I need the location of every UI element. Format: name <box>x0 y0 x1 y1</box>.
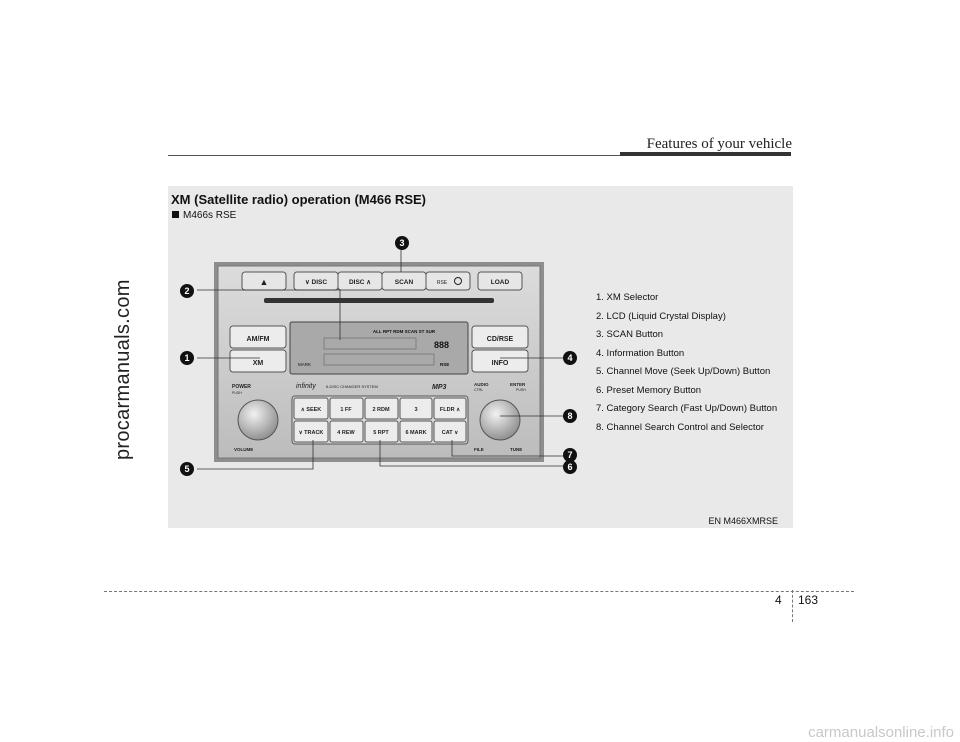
panel-subtitle-text: M466s RSE <box>183 210 237 221</box>
section-title: Features of your vehicle <box>646 136 792 152</box>
page-number: 163 <box>798 593 819 607</box>
cd-rse-button[interactable] <box>471 325 529 349</box>
am-fm-button[interactable] <box>229 325 287 349</box>
power-icon <box>454 277 462 285</box>
folder-up-button[interactable] <box>433 397 467 420</box>
callout-3: 3 <box>395 236 409 250</box>
square-bullet-icon <box>172 211 179 218</box>
callout-2: 2 <box>180 284 194 298</box>
ff-label: 1 FF <box>340 407 352 413</box>
callout-7: 7 <box>563 448 577 462</box>
preset-5-button[interactable] <box>364 420 399 443</box>
mark-label: 6 MARK <box>405 430 426 436</box>
footer-rule <box>104 591 854 592</box>
lcd-display <box>289 321 469 375</box>
xm-button[interactable] <box>229 349 287 373</box>
fldr-label: FLDR ∧ <box>440 407 460 413</box>
lcd-rse: RSE <box>440 362 449 367</box>
preset-2-button[interactable] <box>364 397 399 420</box>
radio-head-unit: ▲ ∨ DISC DISC ∧ SCAN RSE LOAD AM/FM XM C… <box>214 262 544 462</box>
legend-item: 6. Preset Memory Button <box>596 384 702 396</box>
disc-up-label: DISC ∧ <box>349 279 371 286</box>
am-fm-label: AM/FM <box>247 336 270 343</box>
preset-4-button[interactable] <box>329 420 364 443</box>
legend-item: 1. XM Selector <box>596 292 659 303</box>
lcd-indicators: ALL RPT RDM SCAN ST SUR <box>373 329 436 334</box>
rew-label: 4 REW <box>337 430 355 436</box>
info-label: INFO <box>492 360 509 367</box>
rse-label: RSE <box>437 280 448 286</box>
legend-item: 4. Information Button <box>596 347 685 359</box>
rdm-label: 2 RDM <box>372 407 390 413</box>
rse-power-button[interactable] <box>425 271 471 291</box>
bottom-watermark: carmanualsonline.info <box>808 724 954 741</box>
push-label-left: PUSH <box>232 391 242 395</box>
seek-label: ∧ SEEK <box>301 407 322 413</box>
legend-item: 2. LCD (Liquid Crystal Display) <box>596 310 726 322</box>
chapter-number: 4 <box>775 593 782 607</box>
lcd-text-area <box>323 337 417 350</box>
mp3-label: MP3 <box>432 384 447 391</box>
parts-legend: 1. XM Selector 2. LCD (Liquid Crystal Di… <box>596 292 777 440</box>
legend-item: 5. Channel Move (Seek Up/Down) Button <box>596 366 771 377</box>
callout-4: 4 <box>563 351 577 365</box>
preset-6-button[interactable] <box>399 420 433 443</box>
track-down-button[interactable] <box>293 420 329 443</box>
scan-label: SCAN <box>395 279 414 286</box>
track-label: ∨ TRACK <box>299 430 324 436</box>
lcd-digits: 888 <box>434 340 449 350</box>
brand-label: infinity <box>296 383 316 390</box>
cat-label: CAT ∨ <box>442 430 458 436</box>
preset-3-button[interactable] <box>399 397 433 420</box>
cd-rse-label: CD/RSE <box>487 336 514 343</box>
disc-down-label: ∨ DISC <box>305 279 327 286</box>
callout-8: 8 <box>563 409 577 423</box>
panel-subtitle: M466s RSE <box>172 210 236 221</box>
volume-label: VOLUME <box>234 447 253 452</box>
eject-icon: ▲ <box>260 277 269 287</box>
legend-item: 8. Channel Search Control and Selector <box>596 421 764 433</box>
preset-1-button[interactable] <box>329 397 364 420</box>
xm-label: XM <box>253 360 264 367</box>
volume-knob[interactable] <box>237 399 279 441</box>
seek-up-button[interactable] <box>293 397 329 420</box>
info-button[interactable] <box>471 349 529 373</box>
legend-item: 7. Category Search (Fast Up/Down) Button <box>596 403 778 414</box>
rpt-label: 5 RPT <box>373 430 389 436</box>
image-code: EN M466XMRSE <box>708 516 778 526</box>
category-down-button[interactable] <box>433 420 467 443</box>
callout-6: 6 <box>563 460 577 474</box>
ctrl-label: CTRL <box>474 388 483 392</box>
footer-divider <box>792 590 793 622</box>
power-label: POWER <box>232 384 251 390</box>
lcd-mark: MARK <box>298 362 311 367</box>
legend-item: 3. SCAN Button <box>596 329 664 340</box>
tune-label: TUNE <box>510 447 522 452</box>
callout-5: 5 <box>180 462 194 476</box>
audio-label: AUDIO <box>474 382 489 387</box>
callout-1: 1 <box>180 351 194 365</box>
header-rule <box>168 155 791 156</box>
load-label: LOAD <box>491 279 510 286</box>
load-button[interactable] <box>477 271 523 291</box>
file-label: FILE <box>474 447 484 452</box>
enter-label: ENTER <box>510 382 526 387</box>
preset-3-label: 3 <box>414 407 417 413</box>
lcd-lower-area <box>323 353 435 366</box>
changer-label: 6-DISC CHANGER SYSTEM <box>326 384 378 389</box>
push-label-right: PUSH <box>516 388 526 392</box>
tune-knob[interactable] <box>479 399 521 441</box>
panel-title: XM (Satellite radio) operation (M466 RSE… <box>171 192 426 207</box>
cd-slot <box>264 298 494 303</box>
header-rule-accent <box>620 152 791 156</box>
